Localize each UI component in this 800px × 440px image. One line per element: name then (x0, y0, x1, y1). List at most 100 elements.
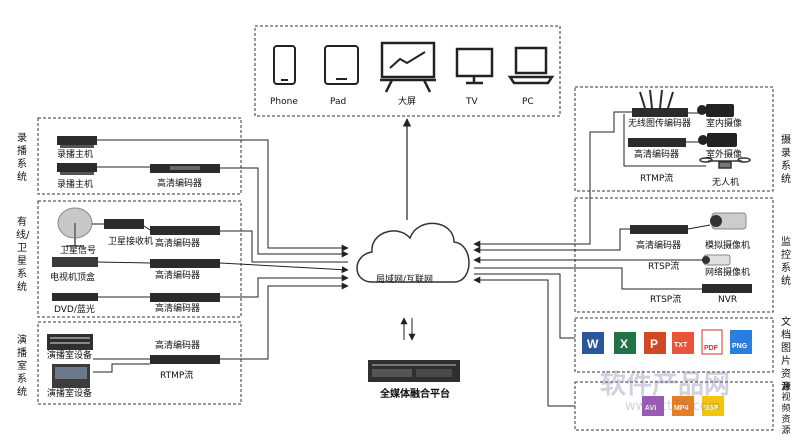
studio-encoder-device (150, 355, 220, 364)
docs-resource-label: 文档图片资源 (781, 317, 791, 393)
record-host-2-device (57, 163, 97, 175)
word-file-icon: W (582, 332, 604, 354)
pad-icon (324, 45, 359, 85)
ip-camera-icon (702, 254, 731, 266)
pc-label: PC (522, 97, 534, 107)
sat-encoder-3-line (220, 274, 349, 298)
sat-encoder-3-label: 高清编码器 (155, 304, 201, 314)
svg-text:P: P (650, 337, 658, 351)
network-cloud-icon (356, 222, 470, 283)
mp4-file-icon: MP4 (672, 396, 694, 416)
satellite-system-box (37, 200, 242, 318)
record-host-to-cloud-line (97, 139, 349, 252)
capture-hd-encoder-device (628, 138, 686, 147)
wireless-encoder-device (632, 89, 688, 117)
sat-encoder-2-device (150, 259, 220, 268)
sat-signal-label: 卫星信号 (60, 246, 97, 256)
studio-system-box (37, 321, 242, 405)
studio-device-2-icon (52, 364, 90, 388)
svg-text:3GP: 3GP (704, 405, 718, 412)
ip-camera-label: 网络摄像机 (705, 268, 751, 278)
cloud-label: 局域网/互联网 (376, 275, 434, 285)
pdf-file-icon: PDF (701, 329, 723, 355)
indoor-camera-icon (697, 104, 734, 117)
3gp-file-icon: 3GP (702, 396, 724, 416)
analog-camera-label: 模拟摄像机 (705, 241, 751, 251)
svg-text:PDF: PDF (704, 345, 719, 352)
record-system-label: 录播系统 (17, 133, 27, 183)
sat-encoder-3-device (150, 293, 220, 302)
stb-encoder-line (97, 261, 151, 264)
record-encoder-label: 高清编码器 (157, 179, 203, 189)
watermark-text: 软件产品网 (600, 370, 731, 400)
media-resource-label: 音视频资源 (781, 382, 791, 436)
tv-label: TV (466, 97, 478, 107)
capture-tree-line (623, 114, 706, 167)
rtsp-1-label: RTSP流 (648, 262, 680, 272)
capture-rtmp-label: RTMP流 (640, 174, 674, 184)
avi-file-icon: AVI (642, 396, 664, 416)
capture-system-label: 摄录系统 (781, 135, 791, 185)
phone-icon (273, 45, 296, 85)
svg-text:TXT: TXT (674, 342, 688, 349)
svg-text:PNG: PNG (732, 343, 748, 350)
record-encoder-to-cloud-line (220, 167, 349, 258)
capture-encoder-label: 高清编码器 (634, 150, 680, 160)
satellite-dish-icon (57, 207, 93, 247)
monitor-encoder-label: 高清编码器 (636, 241, 682, 251)
docs-to-cloud-line (474, 273, 575, 339)
svg-text:AVI: AVI (645, 405, 656, 412)
indoor-camera-label: 室内摄像 (706, 119, 743, 129)
set-top-box-label: 电视机顶盒 (50, 273, 96, 283)
record-host-2-label: 录播主机 (57, 180, 94, 190)
sat-encoder-2-label: 高清编码器 (155, 271, 201, 281)
phone-label: Phone (270, 97, 298, 107)
server-icon (368, 360, 460, 382)
studio-device-2-label: 演播室设备 (47, 389, 93, 399)
terminal-devices-box (254, 25, 561, 117)
svg-text:W: W (587, 337, 599, 351)
record-host-1-device (57, 136, 97, 148)
png-file-icon: PNG (730, 330, 752, 354)
record-system-box (37, 117, 242, 195)
wireless-encoder-label: 无线图传编码器 (628, 119, 692, 129)
pc-icon (507, 46, 555, 85)
nvr-label: NVR (718, 295, 738, 305)
satellite-receiver-device (104, 219, 144, 229)
studio-to-cloud-line (220, 282, 349, 360)
outdoor-camera-label: 室外摄像 (706, 150, 743, 160)
platform-label: 全媒体融合平台 (380, 389, 450, 400)
sat-encoder-1-line (220, 230, 348, 263)
capture-system-box (574, 86, 774, 192)
sat-encoder-2-line (219, 262, 349, 274)
docs-resource-box (574, 317, 774, 373)
svg-text:X: X (620, 337, 628, 351)
record-encoder-device (150, 164, 220, 173)
capture-to-cloud-line (473, 111, 632, 248)
studio-system-label: 演播室系统 (17, 335, 27, 398)
analog-cam-line (687, 224, 711, 230)
dvd-label: DVD/蓝光 (54, 305, 95, 315)
big-screen-label: 大屏 (398, 97, 417, 107)
rtsp-2-label: RTSP流 (650, 295, 682, 305)
sat-encoder-1-label: 高清编码器 (155, 239, 201, 249)
dvd-player-device (52, 293, 98, 301)
sat-encoder-1-device (150, 226, 220, 235)
analog-camera-icon (710, 212, 747, 230)
studio-device-1-icon (47, 334, 93, 350)
excel-file-icon: X (614, 332, 636, 354)
nvr-to-cloud-line (474, 267, 702, 290)
media-to-cloud-line (473, 276, 575, 407)
monitor-system-box (574, 197, 774, 313)
drone-label: 无人机 (712, 178, 740, 188)
monitor-encoder-to-cloud-line (473, 228, 630, 254)
studio-rtmp-label: RTMP流 (160, 371, 194, 381)
satellite-system-label: 有线/卫星系统 (16, 217, 30, 293)
ppt-file-icon: P (644, 332, 666, 354)
outdoor-camera-icon (698, 133, 737, 147)
nvr-device (702, 284, 752, 293)
monitor-hd-encoder-device (630, 225, 688, 234)
studio-device2-encoder-line (93, 363, 150, 373)
